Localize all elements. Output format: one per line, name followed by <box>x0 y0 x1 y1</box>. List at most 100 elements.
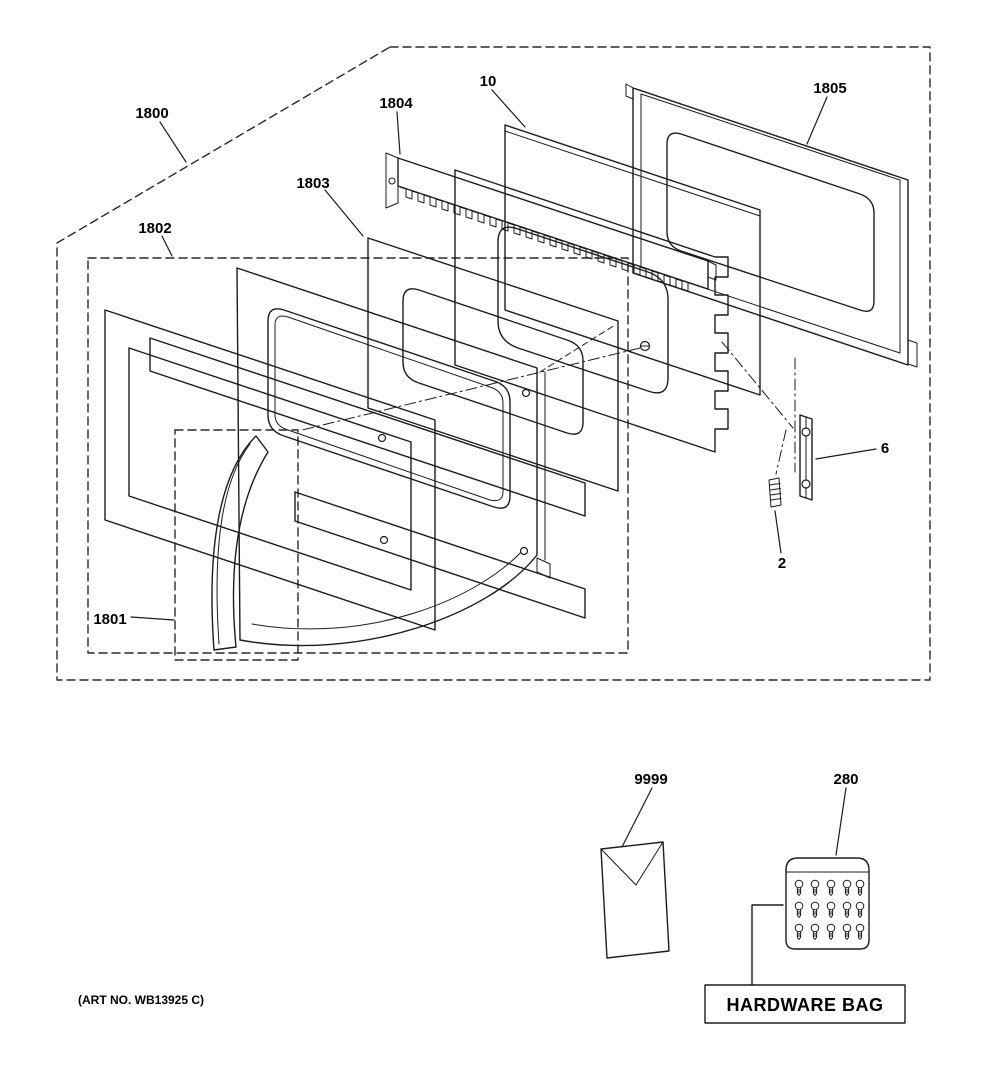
barrier-outline <box>367 237 619 492</box>
leader-1803 <box>324 189 364 237</box>
screw-icon <box>794 901 804 918</box>
upper-trim-strip <box>149 337 586 517</box>
callout-1800: 1800 <box>135 105 168 122</box>
screw-icon <box>794 879 804 896</box>
screw-icon <box>842 879 852 896</box>
barrier-panel-1803 <box>367 237 619 492</box>
hardware-bag-box <box>704 984 906 1024</box>
hardware-bag-connector <box>751 904 784 986</box>
callout-280: 280 <box>833 771 858 788</box>
door-bottom-inner-curve <box>251 547 526 630</box>
leader-2 <box>774 510 782 554</box>
leader-1800 <box>159 121 187 163</box>
handle-subassembly-box-1801 <box>174 429 299 661</box>
hardware-bag-callout: HARDWARE BAG <box>704 984 906 1024</box>
callout-1803: 1803 <box>296 175 329 192</box>
projection-line <box>539 324 616 373</box>
hardware-bag-label: HARDWARE BAG <box>727 995 884 1015</box>
leader-1804 <box>396 111 401 155</box>
bracket-teeth <box>399 186 689 292</box>
leader-10 <box>491 89 526 128</box>
callout-6: 6 <box>881 440 889 457</box>
outer-frame-window <box>128 347 412 591</box>
spring-outline <box>768 477 782 508</box>
art-number: (ART NO. WB13925 C) <box>78 993 204 1007</box>
spring-2 <box>768 477 782 508</box>
outer-door-frame-1802 <box>104 309 436 631</box>
door-window-outer <box>267 308 511 509</box>
barrier-window <box>402 288 584 435</box>
screw-icon <box>810 901 820 918</box>
screw-icon <box>842 901 852 918</box>
callout-1802: 1802 <box>138 220 171 237</box>
screw-icon <box>826 923 836 940</box>
door-frame-subassembly-box-1802 <box>87 257 629 654</box>
handle-outline <box>211 435 269 651</box>
glass-outline <box>504 124 761 396</box>
handle-inner-line <box>216 443 251 645</box>
assembly-boundary-1800 <box>56 46 931 681</box>
screw-icon <box>855 923 865 940</box>
screw-icon <box>810 879 820 896</box>
lower-trim-strip <box>294 491 586 619</box>
latch-axis-line <box>721 341 794 429</box>
door-outline <box>236 267 538 647</box>
callout-1805: 1805 <box>813 80 846 97</box>
choke-panel-outline <box>454 169 729 453</box>
choke-panel <box>454 169 729 453</box>
screw-icon <box>826 901 836 918</box>
leader-1802 <box>161 235 173 257</box>
callout-9999: 9999 <box>634 771 667 788</box>
envelope-outline <box>600 841 670 959</box>
back-door-frame-1805 <box>625 83 918 368</box>
lower-trim-screw-hole <box>379 535 389 545</box>
door-panel-assembly <box>236 267 551 647</box>
outer-frame-outline <box>104 309 436 631</box>
upper-trim-screw-hole <box>377 433 387 443</box>
leader-280 <box>835 787 847 856</box>
door-glass-10 <box>504 124 761 396</box>
glass-edge-line <box>504 130 761 217</box>
door-trim-strips <box>149 337 586 619</box>
hardware-bag-280 <box>785 857 870 950</box>
callout-1804: 1804 <box>379 95 413 112</box>
bracket-right-hook <box>707 260 717 281</box>
latch-screw-bottom <box>801 479 811 489</box>
back-frame-window <box>666 132 875 313</box>
door-handle-1801 <box>211 435 269 651</box>
latch-outline <box>799 414 813 501</box>
screw-icon <box>826 879 836 896</box>
leader-6 <box>815 448 877 460</box>
spring-coils <box>769 483 782 501</box>
back-frame-tab-top <box>625 83 634 100</box>
latch-bracket-6 <box>799 414 813 501</box>
screw-icon <box>842 923 852 940</box>
screw-icon <box>810 923 820 940</box>
leader-1801 <box>130 616 175 621</box>
hardware-bag-outline <box>785 857 870 950</box>
callout-1801: 1801 <box>93 611 126 628</box>
back-frame-inner-line <box>640 93 901 354</box>
latch-screw-top <box>801 427 811 437</box>
leader-1805 <box>806 96 828 145</box>
shield-bracket-1804 <box>385 152 717 292</box>
callout-10: 10 <box>480 73 497 90</box>
screw-icon <box>855 879 865 896</box>
spring-axis-line <box>775 429 787 475</box>
leader-9999 <box>621 787 653 848</box>
callout-2: 2 <box>778 555 786 572</box>
bracket-end-hole <box>388 177 396 185</box>
literature-envelope-9999 <box>600 841 670 959</box>
door-screw-hole-bottom <box>519 546 529 556</box>
screw-axis-line <box>301 347 641 431</box>
screw-icon <box>855 901 865 918</box>
bracket-end-tab <box>385 152 399 209</box>
choke-panel-window <box>497 226 669 394</box>
door-screw-hole-top <box>521 388 531 398</box>
envelope-flap <box>600 841 664 886</box>
back-frame-outline <box>632 87 909 366</box>
back-frame-tab-right <box>907 339 918 368</box>
screw-icon <box>794 923 804 940</box>
